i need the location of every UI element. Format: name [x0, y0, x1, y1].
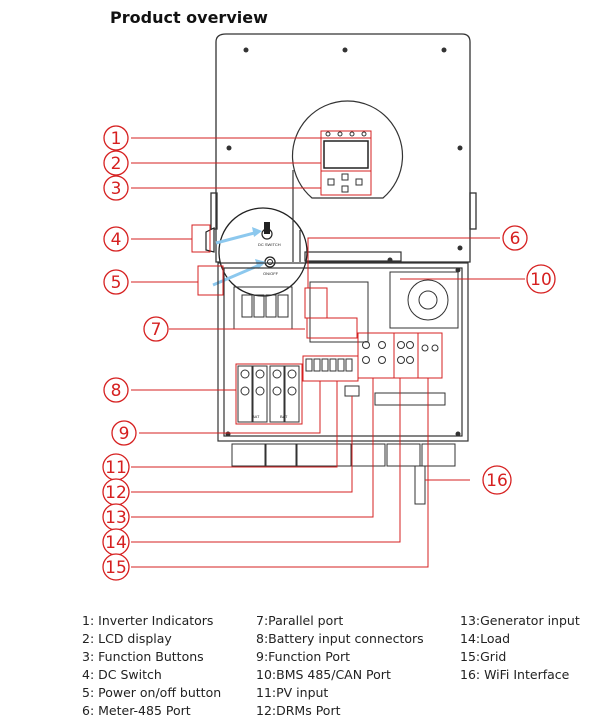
- legend-item: 11:PV input: [256, 685, 329, 700]
- callout-4: 4: [103, 226, 129, 252]
- callout-6: 6: [502, 225, 528, 251]
- legend-item: 4: DC Switch: [82, 667, 162, 682]
- callout-1: 1: [103, 125, 129, 151]
- legend-item: 6: Meter-485 Port: [82, 703, 191, 718]
- legend-item: 8:Battery input connectors: [256, 631, 424, 646]
- display-panel: [291, 100, 404, 199]
- toroid-module: [389, 271, 459, 329]
- dc-switch-label: DC SWITCH: [258, 242, 281, 247]
- legend-column-3: 13:Generator input 14:Load 15:Grid 16: W…: [460, 612, 580, 684]
- on-off-label: ON/OFF: [263, 271, 279, 276]
- callout-8: 8: [103, 377, 129, 403]
- callout-5: 5: [103, 269, 129, 295]
- lcd-screen: [323, 140, 369, 169]
- callout-11: 11: [102, 453, 130, 481]
- svg-text:14: 14: [105, 533, 127, 553]
- callout-12: 12: [102, 478, 130, 506]
- svg-text:5: 5: [111, 273, 122, 293]
- legend-item: 3: Function Buttons: [82, 649, 204, 664]
- svg-text:15: 15: [105, 558, 127, 578]
- callout-2: 2: [103, 150, 129, 176]
- legend-item: 10:BMS 485/CAN Port: [256, 667, 391, 682]
- svg-text:3: 3: [111, 179, 122, 199]
- svg-text:2: 2: [111, 154, 122, 174]
- svg-text:16: 16: [486, 471, 508, 491]
- legend-column-1: 1: Inverter Indicators 2: LCD display 3:…: [82, 612, 221, 720]
- svg-text:10: 10: [530, 270, 552, 290]
- callout-3: 3: [103, 175, 129, 201]
- battery-label-2: BAT: [280, 414, 288, 419]
- dc-switch-panel: DC SWITCH ON/OFF: [212, 207, 308, 297]
- page-title: Product overview: [110, 8, 268, 27]
- legend-item: 13:Generator input: [460, 613, 580, 628]
- legend-item: 5: Power on/off button: [82, 685, 222, 700]
- callout-10: 10: [526, 264, 556, 294]
- legend-item: 1: Inverter Indicators: [82, 613, 214, 628]
- inverter-diagram: DC SWITCH ON/OFF BAT BAT: [102, 33, 556, 581]
- inverter-lower-housing: [217, 170, 469, 442]
- callout-lines: [131, 137, 525, 568]
- legend-item: 16: WiFi Interface: [460, 667, 570, 682]
- legend-item: 12:DRMs Port: [256, 703, 341, 718]
- ac-terminals: [357, 332, 446, 406]
- battery-label-1: BAT: [252, 414, 260, 419]
- legend-item: 15:Grid: [460, 649, 507, 664]
- function-buttons: [327, 173, 363, 193]
- callout-16: 16: [482, 465, 512, 495]
- svg-text:4: 4: [111, 230, 122, 250]
- callout-14: 14: [102, 528, 130, 556]
- callout-markers: 1 2 3 4 5 6 7 8 9 10 11 12 13 14 15 16: [102, 125, 556, 581]
- svg-text:11: 11: [105, 458, 127, 478]
- legend-item: 9:Function Port: [256, 649, 351, 664]
- callout-13: 13: [102, 503, 130, 531]
- battery-terminals: BAT BAT: [235, 363, 303, 425]
- legend-column-2: 7:Parallel port 8:Battery input connecto…: [256, 612, 424, 720]
- callout-9: 9: [111, 420, 137, 446]
- svg-text:12: 12: [105, 483, 127, 503]
- svg-text:7: 7: [151, 320, 162, 340]
- callout-15: 15: [102, 553, 130, 581]
- svg-text:9: 9: [119, 424, 130, 444]
- indicator-leds: [325, 131, 367, 137]
- control-board: [302, 281, 369, 397]
- svg-text:13: 13: [105, 508, 127, 528]
- legend-item: 14:Load: [460, 631, 511, 646]
- legend-item: 2: LCD display: [82, 631, 172, 646]
- svg-text:1: 1: [111, 129, 122, 149]
- svg-text:8: 8: [111, 381, 122, 401]
- callout-7: 7: [143, 316, 169, 342]
- legend-item: 7:Parallel port: [256, 613, 344, 628]
- cable-glands: [231, 443, 456, 505]
- svg-text:6: 6: [510, 229, 521, 249]
